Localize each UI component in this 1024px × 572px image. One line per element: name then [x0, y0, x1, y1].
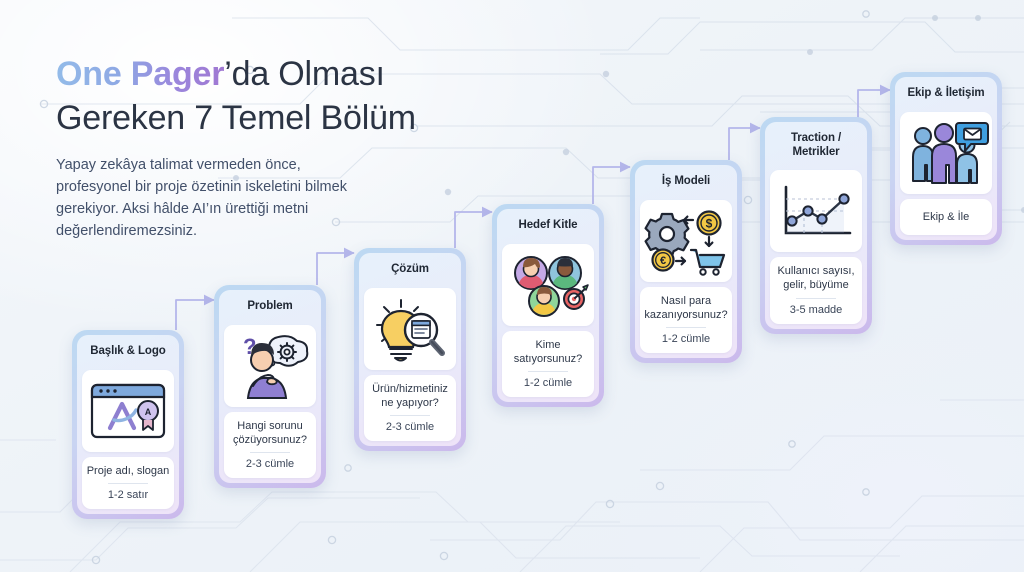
step-card-ekip-iletisim[interactable]: Ekip & İletişim: [890, 72, 1002, 245]
step-card-caption: Proje adı, slogan: [86, 464, 170, 477]
line-chart-growth-icon: [770, 170, 862, 253]
page-title-suffix: ’da Olması: [224, 55, 385, 93]
browser-window-logo-badge-icon: A: [82, 369, 174, 452]
caption-divider: [666, 327, 706, 329]
step-card-baslik-logo[interactable]: Başlık & Logo A Proje adı, slogan 1-2: [72, 330, 184, 520]
step-card-title: Hedef Kitle: [518, 219, 578, 231]
caption-divider: [250, 452, 290, 454]
step-card-caption-box: Nasıl para kazanıyorsunuz? 1-2 cümle: [640, 286, 732, 354]
step-card-sublabel: 1-2 cümle: [661, 333, 711, 346]
page-title-line-1: One Pager’da Olması: [56, 52, 496, 96]
svg-text:€: €: [660, 255, 666, 267]
page-title-line-2: Gereken 7 Temel Bölüm: [56, 99, 416, 138]
step-card-cozum[interactable]: Çözüm: [354, 248, 466, 452]
svg-text:$: $: [706, 216, 713, 230]
headline-block: One Pager’da Olması Gereken 7 Temel Bölü…: [56, 52, 496, 243]
step-card-caption: Kime satıyorsunuz?: [513, 338, 583, 365]
step-card-caption-box: Kullanıcı sayısı, gelir, büyüme 3-5 madd…: [770, 257, 862, 324]
step-card-caption: Ürün/hizmetiniz ne yapıyor?: [372, 382, 448, 409]
step-card-sublabel: 2-3 cümle: [385, 421, 435, 434]
step-card-caption: Hangi sorunu çözüyorsunuz?: [233, 419, 307, 446]
step-card-caption-box: Ekip & İle: [900, 198, 992, 235]
step-card-title: Traction / Metrikler: [790, 132, 842, 158]
svg-text:A: A: [145, 407, 152, 417]
step-card-sublabel: 2-3 cümle: [245, 458, 295, 471]
step-card-hedef-kitle[interactable]: Hedef Kitle: [492, 204, 604, 408]
caption-divider: [390, 415, 430, 417]
step-card-sublabel: 3-5 madde: [789, 303, 843, 316]
step-card-caption: Kullanıcı sayısı, gelir, büyüme: [777, 265, 855, 292]
step-card-sublabel: 1-2 satır: [107, 488, 149, 501]
step-card-title: Ekip & İletişim: [907, 87, 985, 99]
page-title-accent: One Pager: [56, 55, 225, 93]
caption-divider: [108, 482, 148, 484]
step-card-caption-box: Kime satıyorsunuz? 1-2 cümle: [502, 330, 594, 398]
step-card-caption: Ekip & İle: [922, 210, 970, 223]
caption-divider: [528, 371, 568, 373]
step-card-caption: Nasıl para kazanıyorsunuz?: [644, 294, 728, 321]
step-card-problem[interactable]: Problem ?: [214, 285, 326, 489]
step-card-caption-box: Ürün/hizmetiniz ne yapıyor? 2-3 cümle: [364, 374, 456, 442]
gear-coins-cart-icon: $ €: [640, 199, 732, 282]
page-subtitle: Yapay zekâya talimat vermeden önce, prof…: [56, 157, 347, 240]
step-card-title: İş Modeli: [661, 175, 711, 187]
thinking-person-question-gear-icon: ?: [224, 324, 316, 407]
step-card-is-modeli[interactable]: İş Modeli $ €: [630, 160, 742, 364]
step-card-caption-box: Hangi sorunu çözüyorsunuz? 2-3 cümle: [224, 411, 316, 479]
lightbulb-magnifier-icon: [364, 287, 456, 370]
step-card-caption-box: Proje adı, slogan 1-2 satır: [82, 456, 174, 510]
step-card-title: Çözüm: [391, 263, 429, 275]
team-people-mail-icon: [900, 111, 992, 194]
step-card-title: Problem: [247, 300, 293, 312]
step-card-title: Başlık & Logo: [90, 345, 166, 357]
step-card-sublabel: 1-2 cümle: [523, 377, 573, 390]
caption-divider: [796, 297, 836, 299]
audience-avatars-target-icon: [502, 243, 594, 326]
step-card-traction-metrikler[interactable]: Traction / Metrikler Kullanı: [760, 117, 872, 334]
